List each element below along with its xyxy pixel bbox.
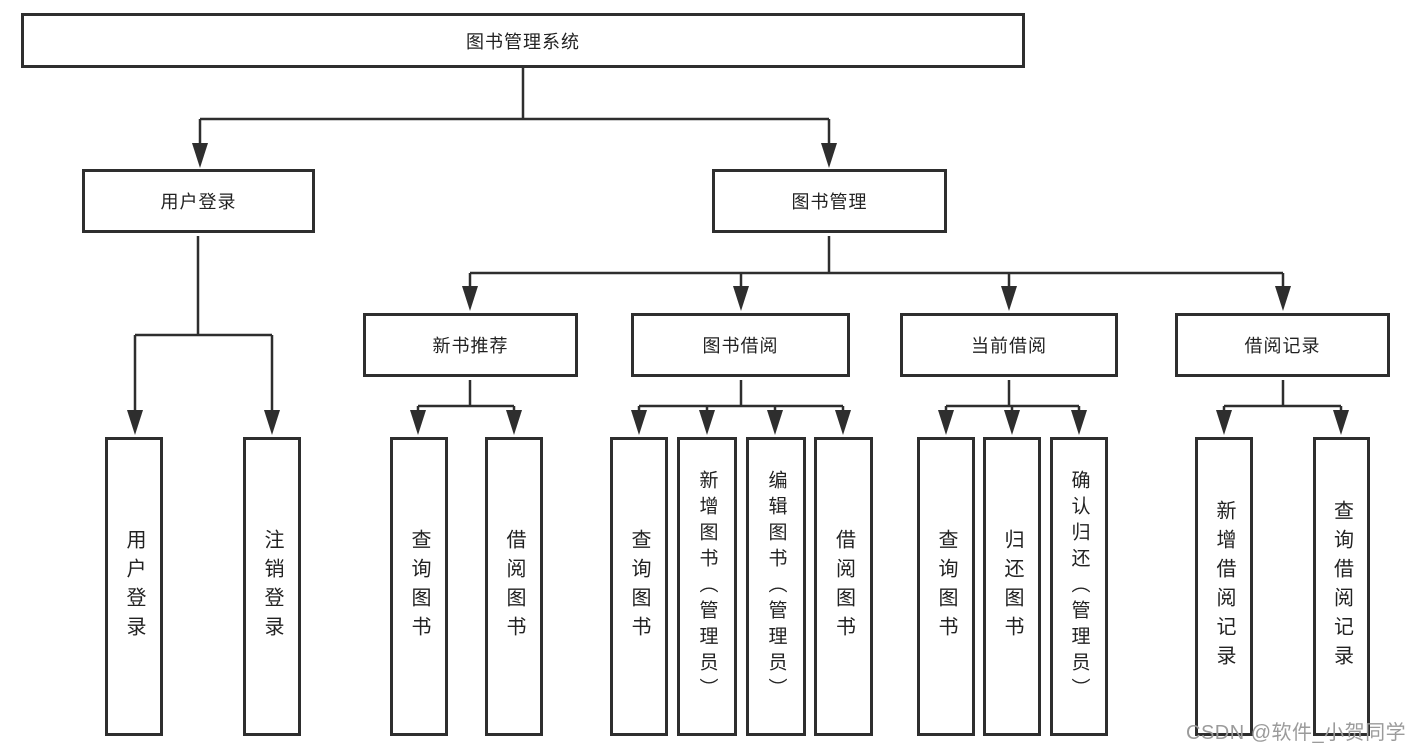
node-borrow-books-recommend: 借阅图书 xyxy=(485,437,543,736)
node-new-book-recommendation: 新书推荐 xyxy=(363,313,578,377)
node-add-borrow-record: 新增借阅记录 xyxy=(1195,437,1253,736)
node-borrow-books-recommend-label: 借阅图书 xyxy=(503,528,525,645)
node-new-book-recommendation-label: 新书推荐 xyxy=(432,336,509,356)
node-book-borrowing: 图书借阅 xyxy=(631,313,850,377)
node-query-books-current-label: 查询图书 xyxy=(935,528,957,645)
node-borrow-books-label: 借阅图书 xyxy=(832,528,855,645)
node-confirm-return-admin-label: 确认归还（管理员） xyxy=(1068,469,1090,704)
node-query-books-current: 查询图书 xyxy=(917,437,975,736)
node-current-borrowing: 当前借阅 xyxy=(900,313,1118,377)
node-user-login-branch: 用户登录 xyxy=(82,169,315,233)
node-query-borrow-record-label: 查询借阅记录 xyxy=(1330,499,1353,674)
node-current-borrowing-label: 当前借阅 xyxy=(971,336,1047,356)
node-confirm-return-admin: 确认归还（管理员） xyxy=(1050,437,1108,736)
node-book-borrowing-label: 图书借阅 xyxy=(702,336,779,356)
node-edit-books-admin-label: 编辑图书（管理员） xyxy=(765,469,787,704)
node-borrow-books: 借阅图书 xyxy=(814,437,873,736)
node-add-books-admin-label: 新增图书（管理员） xyxy=(696,469,718,704)
node-book-management-label: 图书管理 xyxy=(791,192,868,212)
node-logout: 注销登录 xyxy=(243,437,301,736)
node-user-login: 用户登录 xyxy=(105,437,163,736)
node-return-books-label: 归还图书 xyxy=(1001,528,1023,645)
node-query-borrow-record: 查询借阅记录 xyxy=(1313,437,1370,736)
node-borrowing-records-label: 借阅记录 xyxy=(1244,336,1321,356)
node-root: 图书管理系统 xyxy=(21,13,1025,68)
node-query-books-recommend-label: 查询图书 xyxy=(408,528,430,645)
node-add-borrow-record-label: 新增借阅记录 xyxy=(1213,499,1235,674)
node-add-books-admin: 新增图书（管理员） xyxy=(677,437,737,736)
node-root-label: 图书管理系统 xyxy=(466,31,580,52)
csdn-watermark: CSDN @软件_小贺同学 xyxy=(1186,722,1405,744)
node-book-management: 图书管理 xyxy=(712,169,947,233)
node-query-books-borrow: 查询图书 xyxy=(610,437,668,736)
node-user-login-label: 用户登录 xyxy=(123,528,145,645)
node-return-books: 归还图书 xyxy=(983,437,1041,736)
node-logout-label: 注销登录 xyxy=(261,528,283,645)
node-query-books-borrow-label: 查询图书 xyxy=(628,528,650,645)
node-edit-books-admin: 编辑图书（管理员） xyxy=(746,437,806,736)
node-query-books-recommend: 查询图书 xyxy=(390,437,448,736)
node-user-login-branch-label: 用户登录 xyxy=(160,192,237,212)
node-borrowing-records: 借阅记录 xyxy=(1175,313,1390,377)
